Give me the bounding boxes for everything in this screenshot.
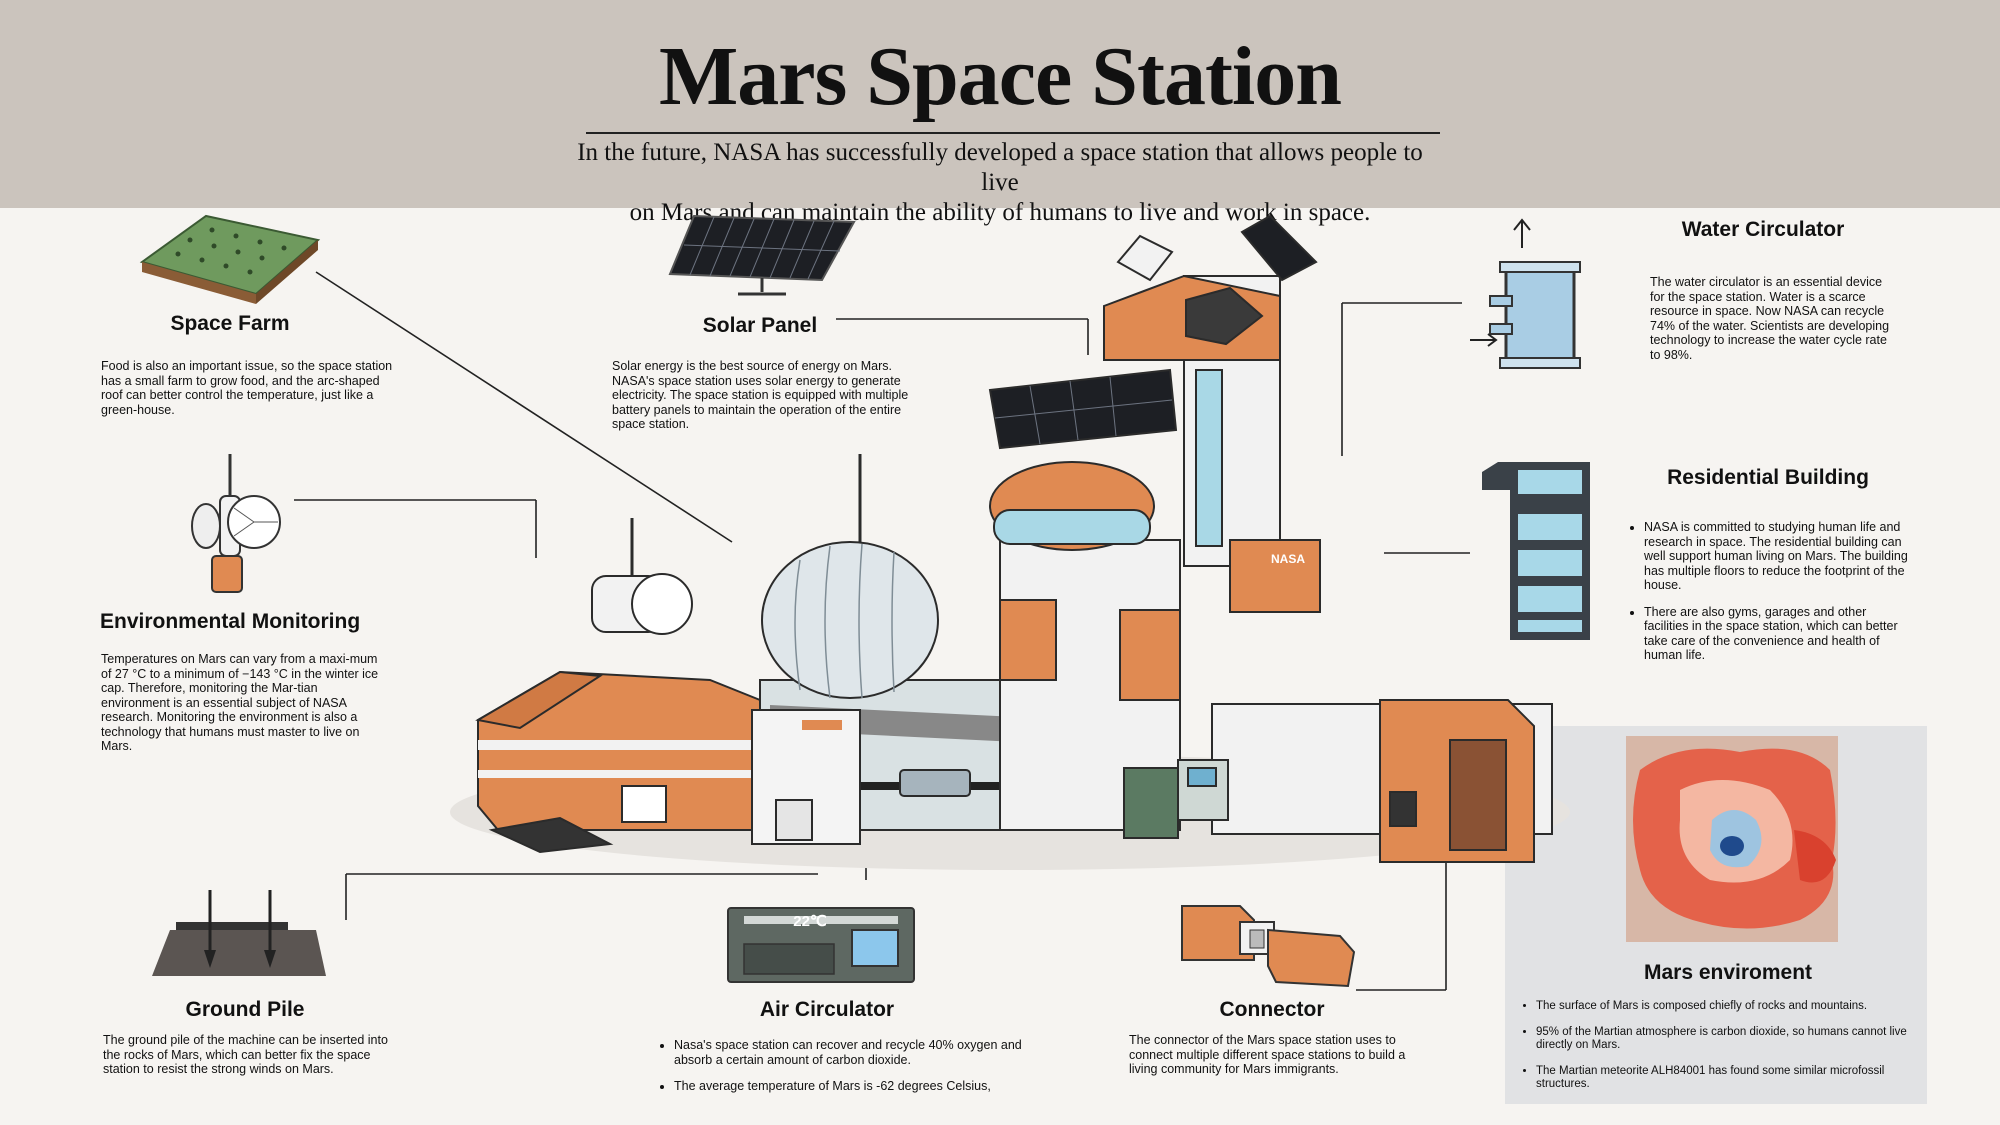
mars-environment-bullet-2: 95% of the Martian atmosphere is carbon … (1536, 1026, 1936, 1053)
mars-environment-bullet-1: The surface of Mars is composed chiefly … (1536, 1000, 1936, 1014)
air-circulator-bullet-1: Nasa's space station can recover and rec… (674, 1038, 1044, 1067)
subtitle-line-1: In the future, NASA has successfully dev… (577, 139, 1423, 196)
mars-environment-list: The surface of Mars is composed chiefly … (1518, 1000, 1936, 1104)
mars-environment-bullet-3: The Martian meteorite ALH84001 has found… (1536, 1065, 1936, 1092)
solar-panel-icon (668, 214, 856, 296)
air-circulator-icon (727, 907, 915, 983)
ground-pile-text: The ground pile of the machine can be in… (103, 1033, 388, 1076)
mars-map-image (1626, 736, 1838, 942)
solar-panel-text: Solar energy is the best source of energ… (612, 359, 909, 431)
water-circulator-text: The water circulator is an essential dev… (1650, 275, 1890, 362)
nasa-logo-text: NASA (1270, 552, 1305, 566)
connector-text: The connector of the Mars space station … (1129, 1033, 1406, 1076)
air-circulator-display: 22℃ (793, 913, 827, 930)
air-circulator-bullet-2: The average temperature of Mars is -62 d… (674, 1079, 1044, 1094)
nasa-logo (1258, 546, 1318, 572)
residential-building-list: NASA is committed to studying human life… (1626, 520, 1914, 675)
environmental-monitoring-heading: Environmental Monitoring (100, 610, 361, 633)
residential-building-bullet-2: There are also gyms, garages and other f… (1644, 605, 1914, 663)
ground-pile-icon (152, 890, 326, 976)
environmental-monitor-icon (191, 454, 281, 593)
header-band (0, 0, 2000, 208)
title-divider (586, 132, 1440, 134)
environmental-monitoring-text: Temperatures on Mars can vary from a max… (101, 652, 379, 753)
connector-heading: Connector (1219, 998, 1325, 1021)
connector-icon (1181, 905, 1356, 988)
air-circulator-heading: Air Circulator (759, 998, 895, 1021)
space-farm-heading: Space Farm (170, 312, 290, 335)
air-circulator-list: Nasa's space station can recover and rec… (656, 1038, 1044, 1096)
space-farm-icon (139, 214, 321, 304)
residential-building-heading: Residential Building (1667, 466, 1869, 489)
ground-pile-heading: Ground Pile (185, 998, 305, 1021)
residential-building-bullet-1: NASA is committed to studying human life… (1644, 520, 1914, 593)
water-circulator-heading: Water Circulator (1681, 218, 1845, 241)
residential-building-icon (1482, 462, 1590, 640)
page-title: Mars Space Station (659, 30, 1342, 123)
solar-panel-heading: Solar Panel (702, 314, 818, 337)
water-circulator-icon (1470, 218, 1581, 369)
space-station-main (450, 214, 1570, 870)
space-farm-text: Food is also an important issue, so the … (101, 359, 393, 417)
mars-environment-heading: Mars enviroment (1643, 961, 1813, 984)
